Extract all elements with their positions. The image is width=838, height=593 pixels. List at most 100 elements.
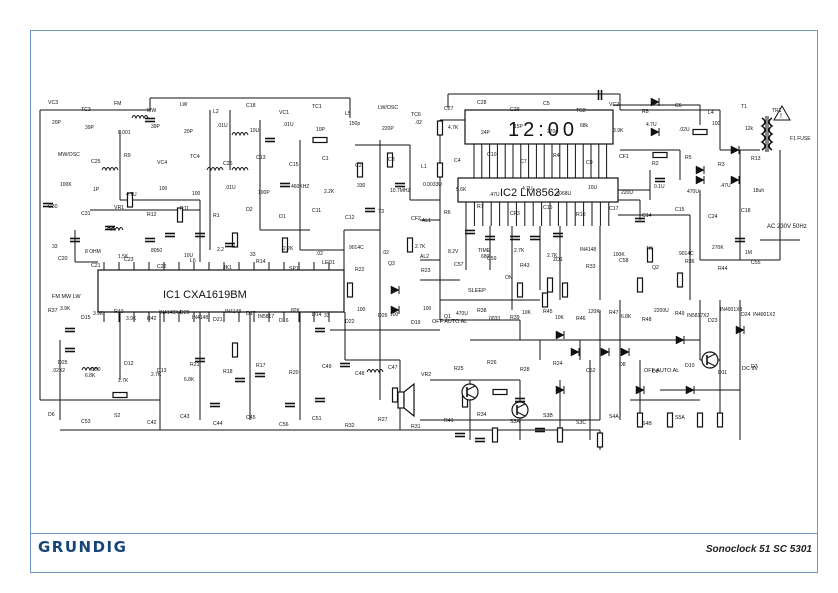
designator-label: L1 — [421, 164, 427, 170]
designator-label: R34 — [477, 412, 487, 418]
designator-label: D9 — [652, 369, 659, 375]
designator-label: D8 — [619, 362, 626, 368]
switch-labels: FM MW LW OFF AUTO AL OFF AUTO AL SLEEP T… — [52, 218, 679, 374]
value-label: 0.0033U — [423, 182, 442, 188]
designator-label: C56 — [279, 422, 289, 428]
value-label: 3.9K — [93, 311, 104, 317]
designator-label: R10 — [576, 212, 586, 218]
value-label: .47U — [489, 192, 500, 198]
value-label: 680 — [481, 254, 490, 260]
value-label: 100 — [423, 306, 432, 312]
value-label: 100P — [258, 190, 270, 196]
designator-label: R20 — [289, 370, 299, 376]
designator-label: T3 — [378, 209, 384, 215]
designator-label: C15 — [675, 207, 685, 213]
value-label: 15P — [514, 124, 524, 130]
designator-label: D7 — [751, 364, 758, 370]
designator-label: R31 — [411, 424, 421, 430]
designator-label: R38 — [477, 308, 487, 314]
designator-label: Q1 — [444, 314, 451, 320]
value-label: .02X2 — [52, 368, 65, 374]
designator-label: VR2 — [421, 372, 431, 378]
value-label: 2200U — [654, 308, 669, 314]
designator-label: R25 — [454, 366, 464, 372]
value-label: IN4001X2 — [753, 312, 775, 318]
designator-label: T1 — [741, 104, 747, 110]
designator-label: TC2 — [576, 108, 586, 114]
designator-label: R39 — [510, 315, 520, 321]
designator-label: C45 — [246, 415, 256, 421]
designator-label: R48 — [642, 317, 652, 323]
value-label: 12k — [745, 126, 754, 132]
designator-label: C13 — [256, 155, 266, 161]
value-label: 100 — [390, 312, 399, 318]
value-label: 39P — [151, 124, 161, 130]
value-label: 33 — [250, 252, 256, 258]
designator-label: R45 — [543, 309, 553, 315]
mode-switch-label: OFF AUTO AL — [432, 319, 467, 325]
designator-label: Q2 — [652, 265, 659, 271]
transformer-label: TR1 — [772, 108, 782, 114]
value-label: 68k — [580, 123, 589, 129]
designator-label: C59 — [487, 256, 497, 262]
designator-label: S3B — [543, 413, 553, 419]
designator-label: R7 — [477, 204, 484, 210]
designator-label: R41 — [444, 418, 454, 424]
designator-label: C53 — [81, 419, 91, 425]
value-label: 10U — [184, 253, 194, 259]
designator-label: D19 — [411, 320, 421, 326]
designator-label: C51 — [312, 416, 322, 422]
designator-label: C43 — [180, 414, 190, 420]
ic1-label: IC1 CXA1619BM — [163, 289, 247, 301]
value-label: 150p — [349, 121, 360, 127]
value-label: .01U — [217, 123, 228, 129]
designator-label: L6 — [190, 258, 196, 264]
value-label: IN5817X2 — [687, 313, 709, 319]
designator-label: R12 — [147, 212, 157, 218]
svg-text:!: ! — [780, 113, 782, 120]
designator-label: D16 — [279, 318, 289, 324]
designator-label: R28 — [520, 367, 530, 373]
value-label: 8 OHM — [85, 249, 101, 255]
value-label: .01U — [283, 122, 294, 128]
designator-label: C27 — [444, 106, 454, 112]
value-label: 270K — [712, 245, 724, 251]
value-label: 1K — [646, 246, 653, 252]
designator-label: C4 — [454, 158, 461, 164]
value-label: 2.2K — [324, 189, 335, 195]
designator-label: R32 — [345, 423, 355, 429]
display-time: 12:00 — [508, 119, 578, 141]
designator-label: C26 — [223, 161, 233, 167]
value-label: 4.7U — [522, 186, 533, 192]
designator-label: D12 — [124, 361, 134, 367]
designator-label: CF2 — [411, 216, 421, 222]
value-label: 2.7K — [547, 253, 558, 259]
value-label: 9014C — [679, 251, 694, 257]
designator-label: C47 — [388, 365, 398, 371]
designator-label: C44 — [213, 421, 223, 427]
designator-label: TC3 — [81, 107, 91, 113]
designator-label: C42 — [147, 420, 157, 426]
designator-label: C7 — [520, 159, 527, 165]
designator-label: C1 — [322, 156, 329, 162]
fuse-label: F1 FUSE — [790, 136, 811, 142]
value-label: 470U — [687, 189, 699, 195]
designator-label: TC4 — [190, 154, 200, 160]
value-label: 3.9K — [613, 128, 624, 134]
designator-label: C25 — [91, 159, 101, 165]
value-label: 2.2 — [217, 247, 224, 253]
mode-switch-label-2: OFF AUTO AL — [644, 368, 679, 374]
designator-label: C17 — [609, 206, 619, 212]
designator-label: LED1 — [322, 260, 335, 266]
value-label: 270p — [547, 129, 558, 135]
sleep-label: SLEEP — [468, 288, 486, 294]
value-label: IN4148 — [192, 315, 208, 321]
value-label: 10U — [250, 128, 260, 134]
clock-display: 12:00 — [464, 109, 614, 178]
designator-label: R40 — [114, 309, 124, 315]
designator-label: L2 — [213, 109, 219, 115]
designator-label: D21 — [213, 317, 223, 323]
designator-label: LW/OSC — [378, 105, 398, 111]
designator-label: C9 — [586, 160, 593, 166]
al1-label: AL1 — [422, 218, 431, 224]
